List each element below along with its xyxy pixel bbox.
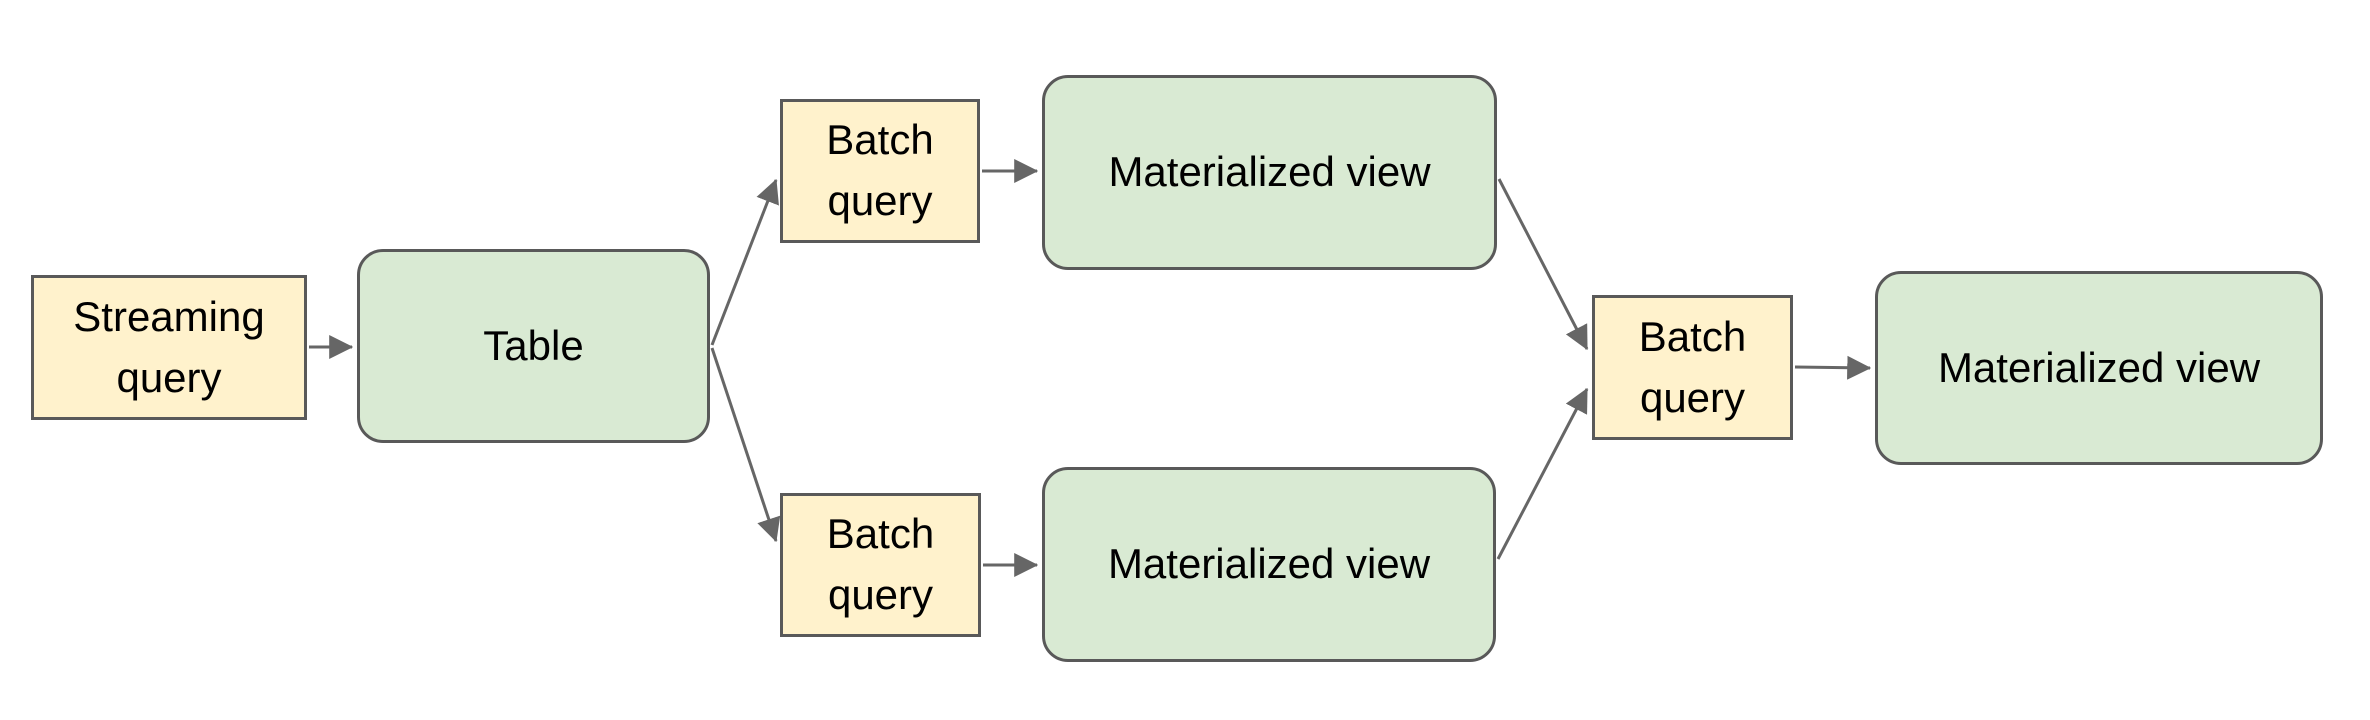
node-streaming-query: Streaming query: [31, 275, 307, 420]
node-batch-query-right-label: Batch query: [1638, 312, 1747, 421]
node-batch-query-top: Batch query: [780, 99, 980, 243]
node-materialized-view-bottom: Materialized view: [1042, 467, 1496, 662]
node-table: Table: [357, 249, 710, 443]
node-materialized-view-right-label: Materialized view: [1937, 343, 2261, 391]
edge-table-to-batch-query-bottom: [710, 347, 781, 543]
node-batch-query-bottom-label: Batch query: [826, 510, 935, 618]
node-batch-query-right: Batch query: [1592, 295, 1793, 440]
node-materialized-view-bottom-label: Materialized view: [1107, 540, 1431, 588]
edge-table-to-batch-query-top: [710, 178, 779, 346]
edge-batch-query-right-to-materialized-view-right: [1794, 355, 1872, 380]
node-table-label: Table: [483, 321, 584, 369]
node-materialized-view-right: Materialized view: [1875, 271, 2323, 465]
node-streaming-query-label: Streaming query: [73, 292, 265, 401]
edge-materialized-view-bottom-to-batch-query-right: [1496, 387, 1589, 560]
edge-materialized-view-top-to-batch-query-right: [1497, 178, 1589, 351]
node-batch-query-top-label: Batch query: [826, 116, 934, 224]
node-batch-query-bottom: Batch query: [780, 493, 981, 637]
node-materialized-view-top-label: Materialized view: [1108, 148, 1431, 196]
node-materialized-view-top: Materialized view: [1042, 75, 1497, 270]
